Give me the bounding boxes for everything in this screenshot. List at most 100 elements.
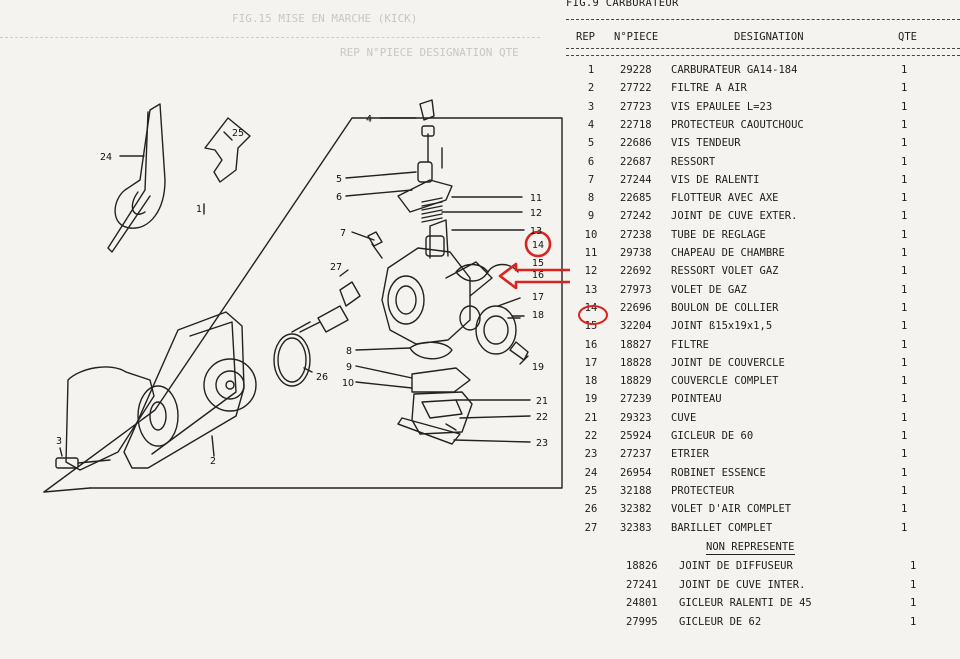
part-19-pointeau [509, 341, 529, 361]
part-qte: 1 [901, 393, 908, 406]
highlight-circle-list [578, 305, 608, 325]
part-number: 29323 [620, 411, 652, 424]
part-rep: 11 [584, 247, 598, 259]
part-qte: 1 [901, 356, 908, 369]
part-number: 18828 [620, 356, 652, 369]
part-number: 32382 [620, 503, 652, 516]
part-number: 26954 [620, 466, 652, 479]
part-qte: 1 [901, 228, 908, 241]
part-designation: VIS EPAULEE L=23 [671, 100, 773, 113]
part-rep: 18 [584, 375, 598, 388]
part-designation: VOLET D'AIR COMPLET [671, 503, 792, 516]
part-number: 27239 [620, 393, 652, 406]
label-6: 6 [336, 192, 342, 203]
part-number: 27241 [626, 578, 658, 591]
part-11-chapeau [397, 179, 453, 213]
part-21-cuve [411, 391, 473, 435]
part-rep: 7 [587, 173, 595, 186]
part-designation: JOINT DE CUVE INTER. [679, 578, 806, 591]
part-rep: 5 [587, 137, 595, 150]
part-designation: PROTECTEUR CAOUTCHOUC [671, 118, 804, 131]
part-rep: 26 [584, 503, 598, 516]
label-22: 22 [536, 412, 548, 423]
part-rep: 16 [584, 338, 598, 351]
ghost-text: FIG.15 MISE EN MARCHE (KICK) [232, 12, 418, 25]
part-rep: 4 [587, 118, 595, 131]
part-number: 22686 [620, 137, 652, 150]
part-designation: COUVERCLE COMPLET [671, 375, 779, 388]
part-number: 29228 [620, 64, 652, 76]
label-13: 13 [530, 226, 542, 237]
part-designation: JOINT ß15x19x1,5 [671, 320, 773, 333]
part-qte: 1 [901, 137, 908, 150]
part-designation: GICLEUR DE 62 [679, 615, 762, 628]
label-18: 18 [532, 310, 544, 321]
part-number: 25924 [620, 430, 652, 442]
highlight-arrow [498, 262, 570, 290]
part-qte: 1 [901, 192, 908, 205]
part-qte: 1 [901, 82, 908, 95]
part-designation: RESSORT VOLET GAZ [671, 265, 779, 278]
part-designation: CARBURATEUR GA14-184 [671, 64, 798, 76]
part-qte: 1 [901, 64, 908, 76]
part-rep: 13 [584, 283, 598, 296]
label-15: 15 [532, 258, 544, 269]
parts-row: 2 27722 FILTRE A AIR 1 [566, 82, 960, 100]
part-rep: 2 [587, 82, 595, 95]
part-qte: 1 [901, 100, 908, 113]
part-number: 27723 [620, 100, 652, 113]
part-number: 24801 [626, 597, 658, 609]
part-designation: VIS TENDEUR [671, 137, 741, 150]
label-25: 25 [232, 128, 244, 139]
label-23: 23 [536, 438, 548, 449]
part-number: 29738 [620, 247, 652, 259]
part-rep: 1 [587, 64, 595, 76]
part-25-protector [204, 117, 251, 183]
part-24-choke-lever [114, 103, 166, 229]
label-11: 11 [530, 193, 542, 204]
part-9-joint [411, 367, 471, 393]
label-5: 5 [336, 174, 342, 185]
label-17: 17 [532, 292, 544, 303]
part-rep: 12 [584, 265, 598, 278]
figure-title: FIG.9 CARBURATEUR [566, 0, 679, 9]
part-qte: 1 [901, 155, 908, 168]
part-number: 32383 [620, 521, 652, 534]
part-qte: 1 [901, 173, 908, 186]
header-piece: N°PIECE [614, 31, 659, 43]
part-number: 27722 [620, 82, 652, 95]
part-number: 27995 [626, 615, 658, 628]
label-2: 2 [210, 456, 216, 467]
label-4: 4 [366, 114, 372, 125]
part-designation: FILTRE A AIR [671, 82, 747, 95]
part-qte: 1 [901, 210, 908, 223]
part-number: 22718 [620, 118, 652, 131]
part-23-etrier [397, 417, 461, 445]
part-number: 18826 [626, 560, 658, 572]
parts-row: 1 29228 CARBURATEUR GA14-184 1 [566, 64, 960, 82]
ghost-rule [0, 37, 540, 38]
part-designation: FLOTTEUR AVEC AXE [671, 192, 779, 205]
part-qte: 1 [901, 503, 908, 516]
part-number: 18827 [620, 338, 652, 351]
label-21: 21 [536, 396, 548, 407]
label-3: 3 [56, 436, 62, 447]
part-designation: BOULON DE COLLIER [671, 301, 779, 314]
part-designation: GICLEUR DE 60 [671, 430, 754, 442]
part-rep: 17 [584, 356, 598, 369]
part-1-carburetor-body [381, 247, 471, 345]
part-designation: PROTECTEUR [671, 484, 735, 497]
part-number: 27237 [620, 448, 652, 461]
